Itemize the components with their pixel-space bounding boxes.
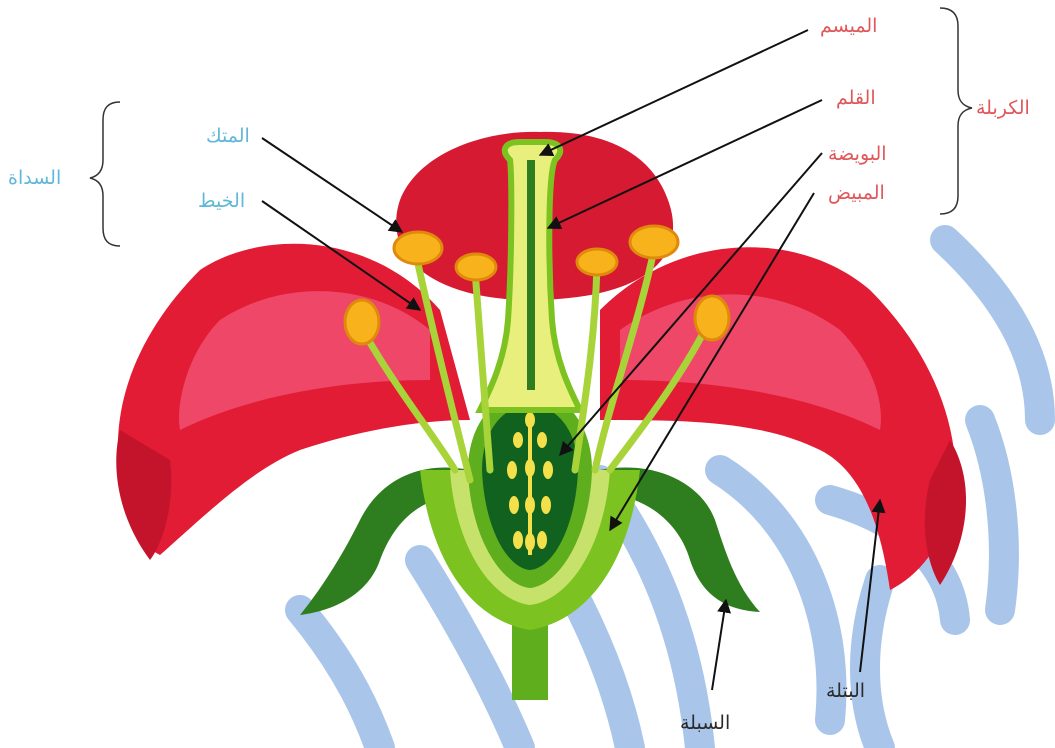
ovule-label: البويضة — [828, 143, 887, 165]
stem — [512, 620, 548, 700]
filament-label: الخيط — [198, 190, 245, 212]
carpel-bracket — [940, 8, 972, 214]
anther-label: المتك — [206, 125, 250, 147]
sepal-label: السبلة — [680, 712, 730, 734]
stigma-label: الميسم — [820, 15, 877, 37]
petal-label: البتلة — [826, 680, 865, 702]
stamen-bracket — [90, 102, 120, 246]
ovary-label: المبيض — [828, 182, 885, 204]
style-label: القلم — [836, 87, 876, 109]
carpel-label: الكربلة — [976, 97, 1030, 119]
stamen-label: السداة — [8, 167, 61, 189]
